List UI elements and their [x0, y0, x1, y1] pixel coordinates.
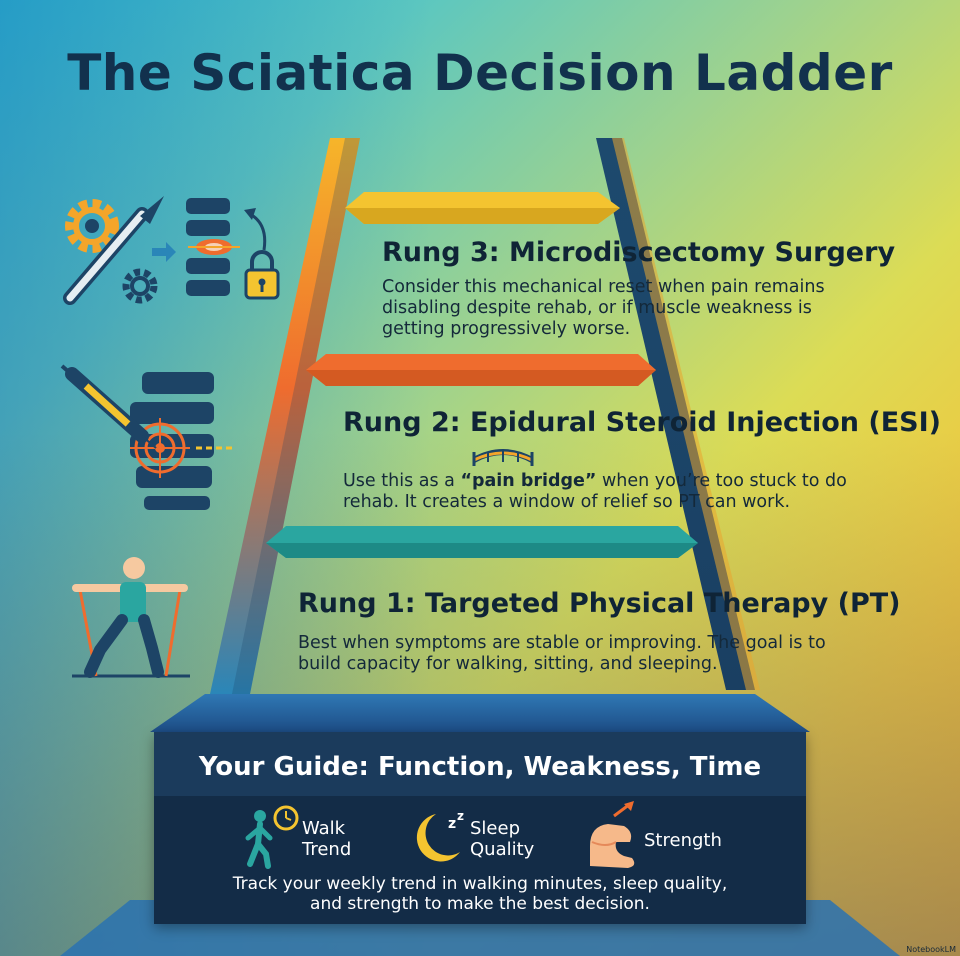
- flexed-arm-icon: [590, 801, 635, 868]
- small-gear-icon: [122, 268, 158, 304]
- bridge-icon: [472, 449, 534, 466]
- rung-1-bar-shade: [266, 543, 698, 558]
- guide-note: Track your weekly trend in walking minut…: [154, 874, 806, 914]
- guide-title: Your Guide: Function, Weakness, Time: [198, 752, 762, 782]
- curved-arrow-icon: [244, 208, 267, 251]
- rung-2-desc-line-2: rehab. It creates a window of relief so …: [343, 492, 791, 512]
- pain-bridge-emphasis: “pain bridge”: [460, 471, 597, 491]
- rung-2-desc-line-1: Use this as a “pain bridge” when you’re …: [343, 471, 847, 492]
- syringe-icon: [60, 364, 157, 449]
- metric-strength-label: Strength: [644, 830, 722, 851]
- rung-2-desc-post: when you’re too stuck to do: [596, 471, 847, 491]
- lock-icon: [244, 250, 280, 300]
- metric-strength: Strength: [644, 830, 722, 851]
- rung-3-title: Rung 3: Microdiscectomy Surgery: [382, 237, 896, 268]
- rung-1-description: Best when symptoms are stable or improvi…: [298, 633, 826, 675]
- watermark: NotebookLM: [906, 945, 956, 954]
- rung-2-title: Rung 2: Epidural Steroid Injection (ESI): [343, 407, 942, 438]
- guide-icons: z z: [245, 801, 635, 869]
- scalpel-icon: [63, 196, 164, 305]
- metric-trend-label: Trend: [302, 839, 352, 860]
- metric-walk-label: Walk: [302, 818, 346, 839]
- metric-sleep-label: Sleep: [470, 818, 521, 839]
- ladder-left-rail-shadow: [232, 138, 360, 694]
- rung-1-title: Rung 1: Targeted Physical Therapy (PT): [298, 588, 901, 619]
- rung-2-desc-pre: Use this as a: [343, 471, 461, 491]
- rung-3-desc-line-3: getting progressively worse.: [382, 319, 631, 339]
- moon-sleep-icon: z z: [416, 809, 464, 862]
- svg-text:z: z: [457, 809, 464, 823]
- guide-metrics-panel: z z Walk Trend Sleep Quality Strength Tr…: [154, 796, 806, 924]
- rung-3-bar-shade: [345, 208, 620, 224]
- rung-1-desc-line-2: build capacity for walking, sitting, and…: [298, 654, 718, 674]
- exercise-person-icon: [72, 557, 190, 678]
- rung-1-desc-line-1: Best when symptoms are stable or improvi…: [298, 633, 826, 653]
- page-title: The Sciatica Decision Ladder: [67, 44, 893, 102]
- gear-icon: [65, 199, 119, 253]
- rung-2-bar-shade: [306, 370, 656, 386]
- metric-quality-label: Quality: [470, 839, 535, 860]
- guide-note-line-1: Track your weekly trend in walking minut…: [232, 874, 728, 894]
- metric-walk-trend: Walk Trend: [302, 818, 351, 860]
- rung-3-description: Consider this mechanical reset when pain…: [382, 277, 825, 340]
- rung-3-desc-line-1: Consider this mechanical reset when pain…: [382, 277, 825, 297]
- guide-panel: Your Guide: Function, Weakness, Time z z: [154, 732, 806, 924]
- walking-clock-icon: [245, 805, 299, 869]
- metric-sleep-quality: Sleep Quality: [470, 818, 534, 860]
- ladder-left-rail: [210, 138, 360, 694]
- spine-surgery-icon: [186, 198, 240, 296]
- guide-note-line-2: and strength to make the best decision.: [310, 894, 650, 914]
- rung-3-desc-line-2: disabling despite rehab, or if muscle we…: [382, 298, 812, 318]
- spine-vertebrae-icon: [130, 372, 214, 510]
- rung-2-description: Use this as a “pain bridge” when you’re …: [343, 471, 847, 513]
- target-icon: [130, 418, 232, 478]
- ladder-right-rail-highlight: [612, 138, 760, 690]
- arrow-right-icon: [152, 242, 176, 262]
- platform-top: [150, 694, 810, 732]
- svg-text:z: z: [448, 816, 456, 832]
